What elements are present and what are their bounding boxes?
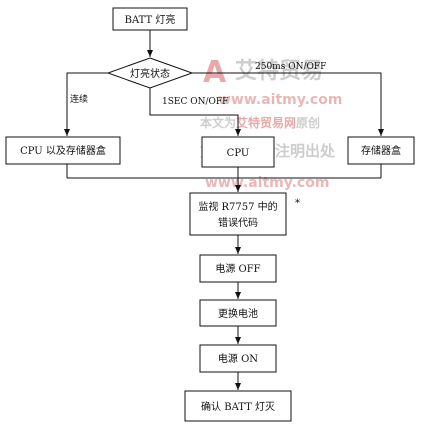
node-memory-box-label: 存储器盒	[361, 144, 401, 157]
edge-decision-cpu	[149, 88, 241, 136]
node-memory-box: 存储器盒	[347, 136, 415, 165]
node-power-off-label: 电源 OFF	[215, 262, 260, 275]
node-power-off: 电源 OFF	[199, 254, 277, 283]
node-cpu-label: CPU	[227, 148, 250, 159]
watermark-line-1-brand: 艾特贸易网	[236, 115, 296, 130]
edge-decision-memory	[192, 72, 384, 136]
edge-decision-cpu-box	[64, 72, 108, 136]
edge-label-1sec: 1SEC ON/OFF	[162, 97, 228, 107]
watermark: A 艾特贸易 www.aitmy.com 本文为艾特贸易网原创 如需转载请注明出…	[200, 55, 342, 191]
node-monitor-label-line1: 监视 R7757 中的	[198, 200, 277, 213]
node-power-on-label: 电源 ON	[218, 352, 258, 365]
node-start: BATT 灯亮	[112, 7, 188, 31]
edges	[64, 30, 384, 390]
node-confirm: 确认 BATT 灯灭	[184, 390, 292, 422]
node-monitor-label-line2: 错误代码	[218, 216, 258, 229]
watermark-line-1-suffix: 原创	[296, 115, 320, 130]
watermark-url-1: www.aitmy.com	[218, 92, 342, 108]
node-monitor: 监视 R7757 中的 错误代码	[189, 192, 287, 236]
node-cpu: CPU	[201, 136, 275, 168]
node-replace-battery: 更换电池	[199, 299, 277, 327]
monitor-asterisk: *	[295, 198, 300, 209]
watermark-line-1-prefix: 本文为	[200, 115, 236, 130]
node-cpu-box-label: CPU 以及存储器盒	[20, 144, 106, 157]
watermark-brand: 艾特贸易	[235, 58, 323, 84]
watermark-line-1: 本文为艾特贸易网原创	[200, 115, 320, 130]
node-decision-label: 灯亮状态	[130, 67, 170, 80]
node-replace-battery-label: 更换电池	[218, 307, 258, 320]
node-cpu-box: CPU 以及存储器盒	[5, 136, 121, 165]
node-confirm-label: 确认 BATT 灯灭	[201, 400, 275, 413]
node-start-label: BATT 灯亮	[125, 13, 176, 26]
edge-label-continuous: 连续	[70, 93, 88, 105]
node-power-on: 电源 ON	[199, 344, 277, 373]
node-decision: 灯亮状态	[106, 57, 194, 89]
edge-label-250ms: 250ms ON/OFF	[255, 62, 326, 72]
watermark-url-2: www.aitmy.com	[205, 175, 329, 191]
